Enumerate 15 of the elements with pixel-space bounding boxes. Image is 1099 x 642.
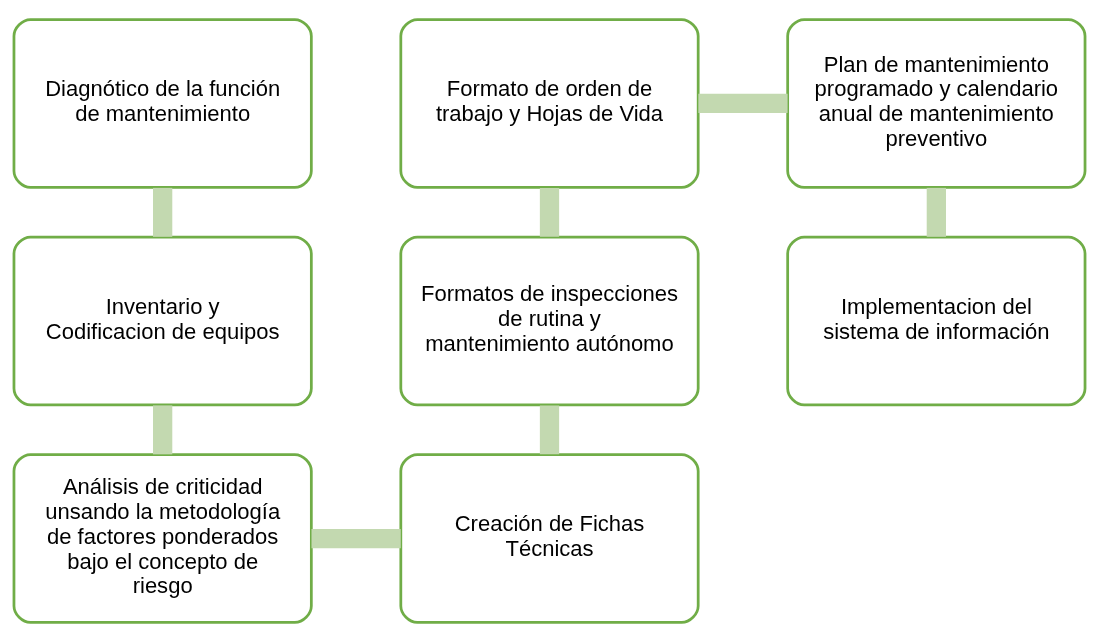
connector	[539, 405, 560, 455]
connector	[311, 528, 401, 549]
node-box: Análisis de criticidad unsando la metodología de factores ponderados bajo el concepto de riesgo	[12, 453, 313, 624]
connector	[539, 187, 560, 237]
connector	[926, 187, 946, 237]
connector	[698, 93, 788, 114]
connector	[153, 187, 173, 237]
node-box: Inventario y Codificacion de equipos	[12, 235, 313, 407]
connector	[153, 405, 173, 455]
node-box: Formato de orden de trabajo y Hojas de Vida	[399, 18, 700, 189]
node-box: Diagnótico de la función de mantenimiento	[12, 18, 313, 189]
node-box: Creación de Fichas Técnicas	[399, 453, 700, 624]
node-box: Plan de mantenimiento programado y calendario anual de mantenimiento preventivo	[786, 18, 1087, 189]
node-box: Implementacion del sistema de información	[786, 235, 1087, 407]
node-box: Formatos de inspecciones de rutina y mantenimiento autónomo	[399, 235, 700, 407]
